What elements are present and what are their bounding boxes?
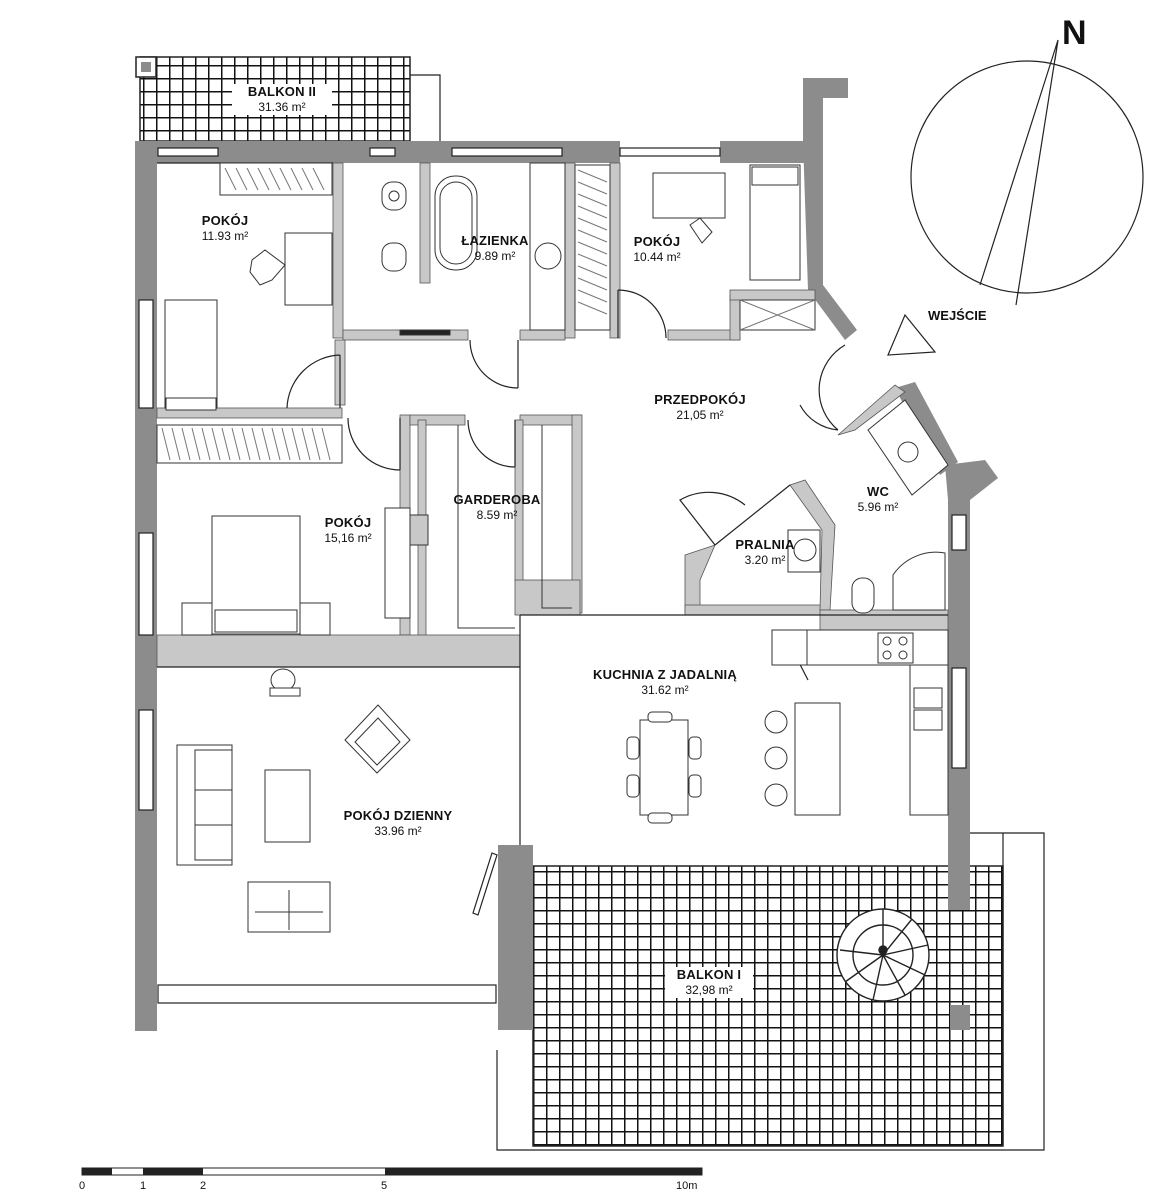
room-name: PRZEDPOKÓJ — [654, 392, 746, 407]
room-area: 33.96 m² — [374, 824, 422, 839]
room-area: 3.20 m² — [744, 553, 786, 568]
scale-tick-2: 2 — [200, 1180, 207, 1192]
entrance-label: WEJŚCIE — [928, 308, 987, 323]
room-label-balkon-2: BALKON II 31.36 m² — [232, 84, 332, 116]
room-name: GARDEROBA — [453, 492, 541, 507]
room-label-kuchnia: KUCHNIA Z JADALNIĄ 31.62 m² — [575, 667, 755, 698]
room-pokoj-2-furniture — [652, 164, 816, 331]
room-name: POKÓJ — [633, 234, 681, 249]
room-name: POKÓJ — [324, 515, 372, 530]
scale-bar — [81, 1167, 703, 1176]
compass — [887, 39, 1144, 356]
room-area: 5.96 m² — [857, 500, 899, 515]
room-area: 32,98 m² — [685, 983, 733, 998]
room-area: 10.44 m² — [633, 250, 681, 265]
scale-tick-1: 1 — [140, 1180, 147, 1192]
spiral-staircase — [836, 908, 930, 1002]
room-name: BALKON I — [676, 967, 742, 982]
scale-tick-0: 0 — [79, 1180, 86, 1192]
scale-tick-5: 5 — [381, 1180, 388, 1192]
room-pokoj-1-furniture — [164, 162, 333, 411]
room-label-balkon-1: BALKON I 32,98 m² — [665, 967, 753, 999]
room-pokoj-3-furniture — [156, 424, 429, 636]
room-garderoba-shelves — [457, 425, 572, 629]
room-name: ŁAZIENKA — [461, 233, 529, 248]
north-label: N — [1062, 14, 1087, 52]
room-name: POKÓJ DZIENNY — [343, 808, 453, 823]
windows — [138, 147, 967, 1004]
scale-tick-10m: 10m — [676, 1180, 698, 1192]
room-area: 9.89 m² — [474, 249, 516, 264]
balcony-1-floor — [496, 832, 1045, 1151]
room-label-wc: WC 5.96 m² — [838, 484, 918, 515]
room-area: 11.93 m² — [201, 229, 249, 244]
room-name: WC — [866, 484, 890, 499]
room-label-przedpokoj: PRZEDPOKÓJ 21,05 m² — [645, 392, 755, 423]
room-label-pokoj-dzienny: POKÓJ DZIENNY 33.96 m² — [333, 808, 463, 839]
room-pokoj-dzienny-furniture — [176, 668, 411, 933]
room-name: BALKON II — [247, 84, 317, 99]
room-name: POKÓJ — [201, 213, 249, 228]
room-label-pokoj-3: POKÓJ 15,16 m² — [303, 515, 393, 546]
room-area: 8.59 m² — [476, 508, 518, 523]
room-wc-fixtures — [787, 399, 949, 614]
room-label-pralnia: PRALNIA 3.20 m² — [727, 537, 803, 568]
room-label-garderoba: GARDEROBA 8.59 m² — [447, 492, 547, 523]
room-name: KUCHNIA Z JADALNIĄ — [593, 667, 737, 682]
room-area: 21,05 m² — [676, 408, 724, 423]
room-name: PRALNIA — [735, 537, 795, 552]
room-area: 31.36 m² — [258, 100, 306, 115]
doors — [286, 289, 846, 916]
room-kuchnia-furniture — [626, 629, 949, 824]
room-label-pokoj-1: POKÓJ 11.93 m² — [180, 213, 270, 244]
room-label-lazienka: ŁAZIENKA 9.89 m² — [450, 233, 540, 264]
room-area: 31.62 m² — [641, 683, 689, 698]
wardrobe-hall — [574, 164, 611, 331]
room-lazienka-fixtures — [381, 162, 566, 336]
room-area: 15,16 m² — [324, 531, 372, 546]
room-label-pokoj-2: POKÓJ 10.44 m² — [612, 234, 702, 265]
